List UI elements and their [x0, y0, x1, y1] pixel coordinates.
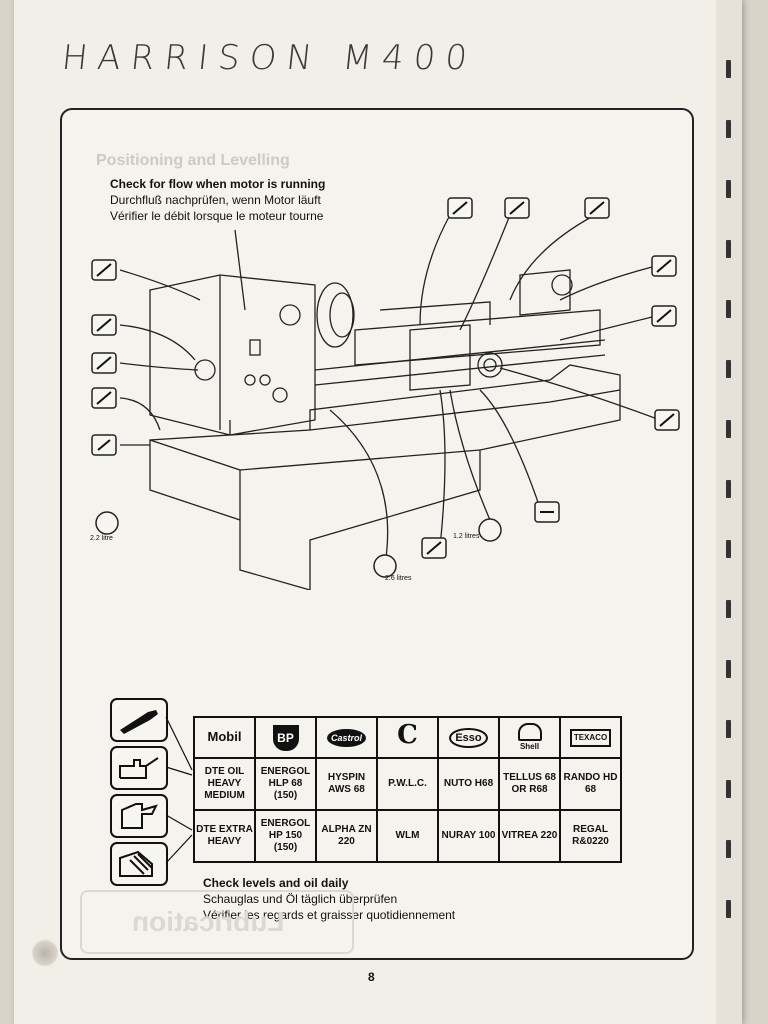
- oil-level-note: Check levels and oil daily Schauglas und…: [203, 875, 455, 923]
- lathe-diagram: 2.2 litre 1.2 litres 2.6 litres: [90, 197, 680, 590]
- flow-note-fr: Vérifier le débit lorsque le moteur tour…: [110, 209, 324, 223]
- table-cell: RANDO HD 68: [559, 757, 622, 811]
- table-cell: ENERGOL HP 150 (150): [254, 809, 317, 863]
- table-row: DTE OIL HEAVY MEDIUM ENERGOL HLP 68 (150…: [193, 757, 622, 811]
- table-cell: NUTO H68: [437, 757, 500, 811]
- level-note-en: Check levels and oil daily: [203, 876, 349, 890]
- table-cell: DTE EXTRA HEAVY: [193, 809, 256, 863]
- table-cell: P.W.L.C.: [376, 757, 439, 811]
- level-note-fr: Vérifier les regards et graisser quotidi…: [203, 908, 456, 922]
- table-cell: DTE OIL HEAVY MEDIUM: [193, 757, 256, 811]
- page-stain: [32, 938, 58, 968]
- brand-row: Mobil BP Castrol C Esso Shell TEXACO: [193, 716, 622, 759]
- oil-bottle-icon: [110, 794, 168, 838]
- table-cell: REGAL R&0220: [559, 809, 622, 863]
- table-cell: WLM: [376, 809, 439, 863]
- capacity-label-a: 2.2 litre: [90, 535, 113, 542]
- table-cell: HYSPIN AWS 68: [315, 757, 378, 811]
- icon-leader-lines: [165, 716, 193, 864]
- ghost-footer: Lubrication: [132, 906, 285, 937]
- handwritten-title: HARRISON M400: [59, 38, 480, 78]
- spiral-binding: [716, 0, 742, 1024]
- flow-note-en: Check for flow when motor is running: [110, 177, 326, 191]
- oil-can-icon: [110, 698, 168, 742]
- brand-century: C: [376, 716, 439, 759]
- capacity-label-c: 1.2 litres: [453, 533, 480, 540]
- brand-shell: Shell: [498, 716, 561, 759]
- lubricant-table: Mobil BP Castrol C Esso Shell TEXACO DTE…: [193, 716, 622, 863]
- oiler-icon: [110, 746, 168, 790]
- flow-check-note: Check for flow when motor is running Dur…: [110, 176, 325, 224]
- brand-mobil: Mobil: [193, 716, 256, 759]
- grease-icon: [110, 842, 168, 886]
- ghost-heading: Positioning and Levelling: [96, 152, 290, 169]
- page-number: 8: [368, 970, 375, 984]
- brand-castrol: Castrol: [315, 716, 378, 759]
- brand-texaco: TEXACO: [559, 716, 622, 759]
- table-cell: TELLUS 68 OR R68: [498, 757, 561, 811]
- table-row: DTE EXTRA HEAVY ENERGOL HP 150 (150) ALP…: [193, 809, 622, 863]
- brand-esso: Esso: [437, 716, 500, 759]
- table-cell: ALPHA ZN 220: [315, 809, 378, 863]
- table-cell: VITREA 220: [498, 809, 561, 863]
- table-cell: NURAY 100: [437, 809, 500, 863]
- capacity-label-b: 2.6 litres: [385, 575, 412, 582]
- ghost-footer-box: Lubrication: [80, 890, 354, 954]
- flow-note-de: Durchfluß nachprüfen, wenn Motor läuft: [110, 193, 321, 207]
- table-cell: ENERGOL HLP 68 (150): [254, 757, 317, 811]
- brand-bp: BP: [254, 716, 317, 759]
